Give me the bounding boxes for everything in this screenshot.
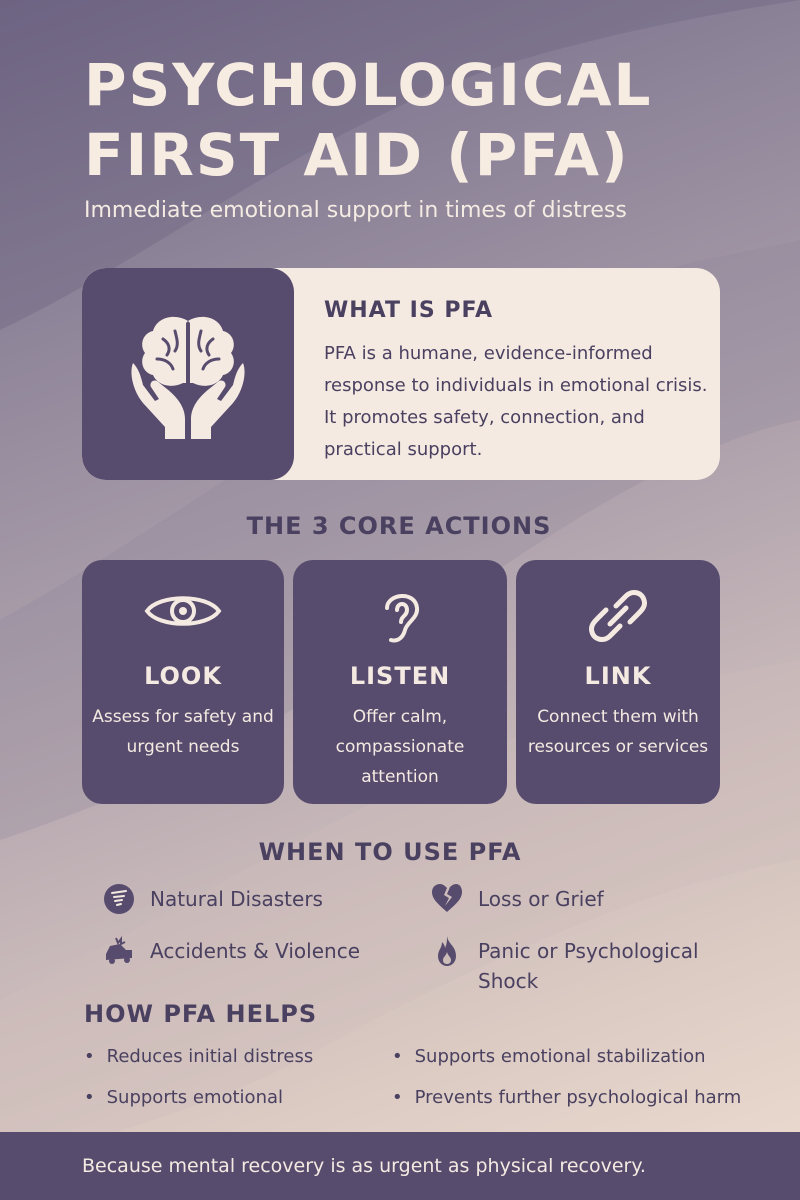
bullet-icon: • (392, 1087, 403, 1108)
when-item-label: Natural Disasters (150, 887, 323, 911)
core-actions-heading: THE 3 CORE ACTIONS (0, 512, 800, 540)
action-card-listen: LISTEN Offer calm, compassionate attenti… (293, 560, 507, 804)
what-is-text: PFA is a humane, evidence-informed respo… (324, 343, 708, 460)
action-link-desc: Connect them with resources or services (527, 707, 709, 757)
bullet-icon: • (84, 1087, 95, 1108)
when-item-label: Panic or Psychological Shock (478, 939, 699, 993)
when-item-natural-disasters: Natural Disasters (102, 884, 323, 916)
help-item-text: Supports emotional (106, 1087, 284, 1108)
action-look-desc: Assess for safety and urgent needs (92, 707, 274, 757)
page-subtitle: Immediate emotional support in times of … (84, 198, 627, 223)
when-item-panic-shock: Panic or Psychological Shock (430, 936, 740, 996)
what-is-icon-box (82, 268, 294, 480)
core-actions-heading-text: THE 3 CORE ACTIONS (246, 512, 552, 540)
flame-icon (438, 936, 456, 966)
what-is-pfa-card: WHAT IS PFA PFA is a humane, evidence-in… (82, 268, 720, 480)
eye-icon (144, 596, 222, 626)
action-card-link: LINK Connect them with resources or serv… (516, 560, 720, 804)
when-item-loss-grief: Loss or Grief (430, 884, 604, 916)
crash-icon (106, 936, 132, 964)
action-look-label: LOOK (144, 662, 222, 690)
help-item-3: • Supports emotional (84, 1085, 283, 1111)
how-pfa-helps-heading: HOW PFA HELPS (84, 1000, 318, 1028)
brain-in-hands-icon (131, 316, 245, 439)
help-item-1: • Reduces initial distress (84, 1044, 313, 1070)
action-card-look: LOOK Assess for safety and urgent needs (82, 560, 284, 804)
broken-heart-icon (432, 884, 462, 912)
action-link-label: LINK (584, 662, 652, 690)
title-line-2: FIRST AID (PFA) (84, 121, 630, 189)
ear-icon (385, 594, 420, 643)
help-item-text: Prevents further psychological harm (414, 1087, 742, 1108)
help-item-text: Reduces initial distress (106, 1046, 314, 1067)
when-to-use-heading: WHEN TO USE PFA (258, 838, 522, 866)
action-listen-desc: Offer calm, compassionate attention (335, 707, 465, 787)
bullet-icon: • (392, 1046, 403, 1067)
what-is-heading: WHAT IS PFA (324, 298, 494, 323)
when-item-label: Accidents & Violence (150, 939, 360, 963)
title-line-1: PSYCHOLOGICAL (84, 51, 653, 119)
footer-text: Because mental recovery is as urgent as … (82, 1155, 646, 1177)
when-item-accidents-violence: Accidents & Violence (102, 936, 360, 968)
when-item-label: Loss or Grief (478, 887, 604, 911)
action-listen-label: LISTEN (349, 662, 451, 690)
footer-banner: Because mental recovery is as urgent as … (0, 1132, 800, 1200)
help-item-4: • Prevents further psychological harm (392, 1085, 741, 1111)
bullet-icon: • (84, 1046, 95, 1067)
tornado-icon (104, 884, 134, 914)
help-item-2: • Supports emotional stabilization (392, 1044, 706, 1070)
chain-link-icon (589, 590, 647, 642)
help-item-text: Supports emotional stabilization (414, 1046, 706, 1067)
page-title: PSYCHOLOGICAL FIRST AID (PFA) (84, 50, 784, 190)
